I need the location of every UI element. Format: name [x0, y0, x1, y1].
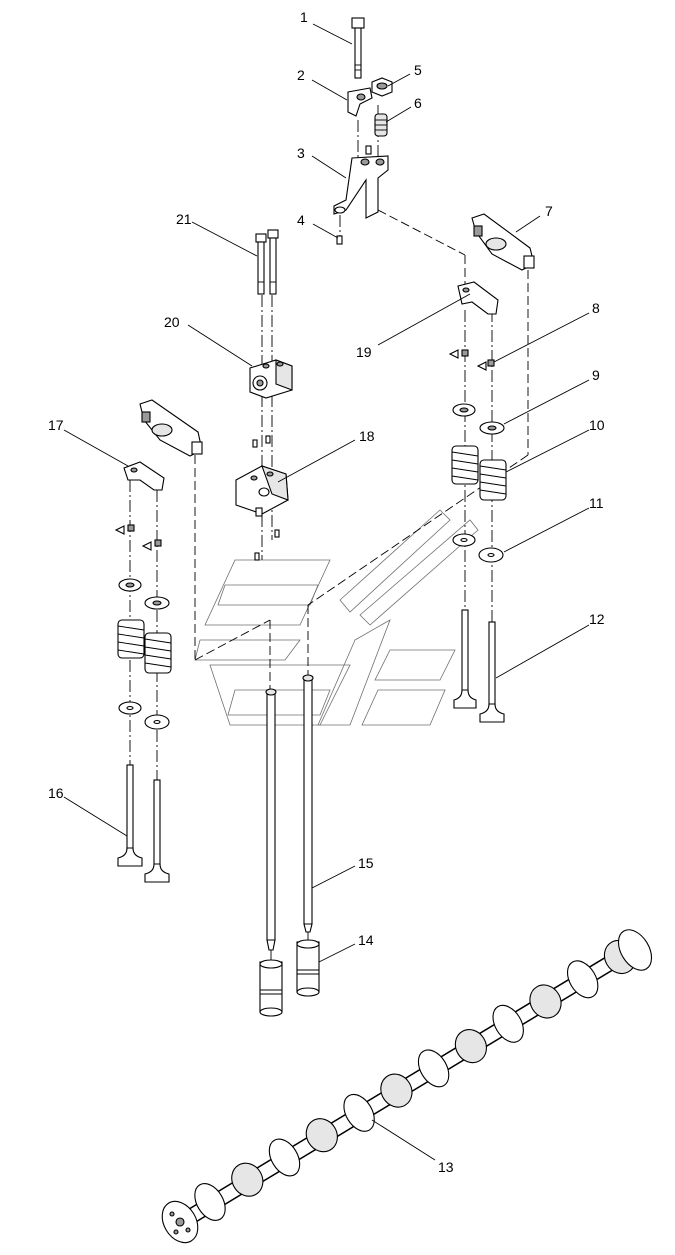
bracket-icon	[347, 87, 373, 117]
cam-lobe	[194, 1183, 226, 1221]
callout-17: 17	[48, 417, 64, 433]
camshaft-icon	[161, 929, 653, 1244]
spring-retainer-icon	[118, 578, 170, 610]
tappet-icon	[259, 939, 320, 1017]
valve-spring-icon	[117, 619, 172, 674]
push-rod-icon	[265, 674, 314, 951]
cam-lobe	[380, 1073, 413, 1108]
cam-lobe	[454, 1029, 488, 1064]
callout-10: 10	[589, 417, 605, 433]
rocker-support-icon	[333, 155, 389, 219]
callout-2: 2	[297, 67, 305, 83]
callout-20: 20	[164, 314, 180, 330]
watermark-logo	[194, 509, 479, 726]
valve-collet-icon	[114, 524, 162, 551]
dowel-pin-icon	[336, 235, 343, 245]
callout-11: 11	[589, 495, 604, 511]
valve-spring-icon	[451, 445, 507, 501]
bolt-pair-icon	[255, 229, 279, 295]
callout-19: 19	[356, 344, 372, 360]
callout-12: 12	[589, 611, 605, 627]
callout-14: 14	[358, 932, 374, 948]
callout-18: 18	[359, 428, 375, 444]
cam-lobe	[529, 984, 562, 1019]
callout-21: 21	[176, 211, 192, 227]
spring-retainer-icon	[452, 403, 505, 435]
cam-lobe	[417, 1049, 450, 1088]
valve-bridge-icon	[457, 281, 499, 315]
valve-icon	[453, 609, 505, 723]
rocker-support-icon	[235, 465, 289, 517]
cam-lobe	[492, 1004, 524, 1043]
callout-1: 1	[300, 9, 308, 25]
nut-icon	[371, 77, 393, 97]
callout-labels: 1 2 5 6 3 4 21 7 8 20 19 9 17 10 18 11 1…	[48, 9, 605, 1175]
leader-lines	[63, 23, 590, 1161]
valve-collet-icon	[448, 349, 495, 371]
callout-13: 13	[438, 1159, 454, 1175]
callout-3: 3	[297, 145, 305, 161]
valve-bridge-icon	[123, 461, 165, 491]
rocker-support-block-icon	[249, 359, 293, 399]
cam-lobe	[566, 960, 599, 999]
spring-seat-washer-icon	[118, 701, 170, 730]
callout-6: 6	[414, 95, 422, 111]
callout-16: 16	[48, 785, 64, 801]
rocker-arm-icon	[139, 399, 203, 457]
dowel-pin-icon	[252, 435, 280, 561]
cam-lobe	[305, 1118, 338, 1153]
callout-8: 8	[592, 300, 600, 316]
callout-7: 7	[545, 203, 553, 219]
cam-lobe	[268, 1138, 301, 1177]
callout-9: 9	[592, 367, 600, 383]
rocker-arm-icon	[471, 213, 535, 271]
cam-lobe	[231, 1162, 264, 1197]
callout-15: 15	[358, 855, 374, 871]
adjusting-screw-icon	[365, 113, 388, 155]
callout-4: 4	[297, 212, 305, 228]
cam-lobe	[343, 1093, 375, 1132]
bolt-icon	[351, 17, 365, 79]
valve-icon	[117, 764, 170, 883]
callout-5: 5	[414, 62, 422, 78]
spring-seat-washer-icon	[452, 533, 504, 563]
